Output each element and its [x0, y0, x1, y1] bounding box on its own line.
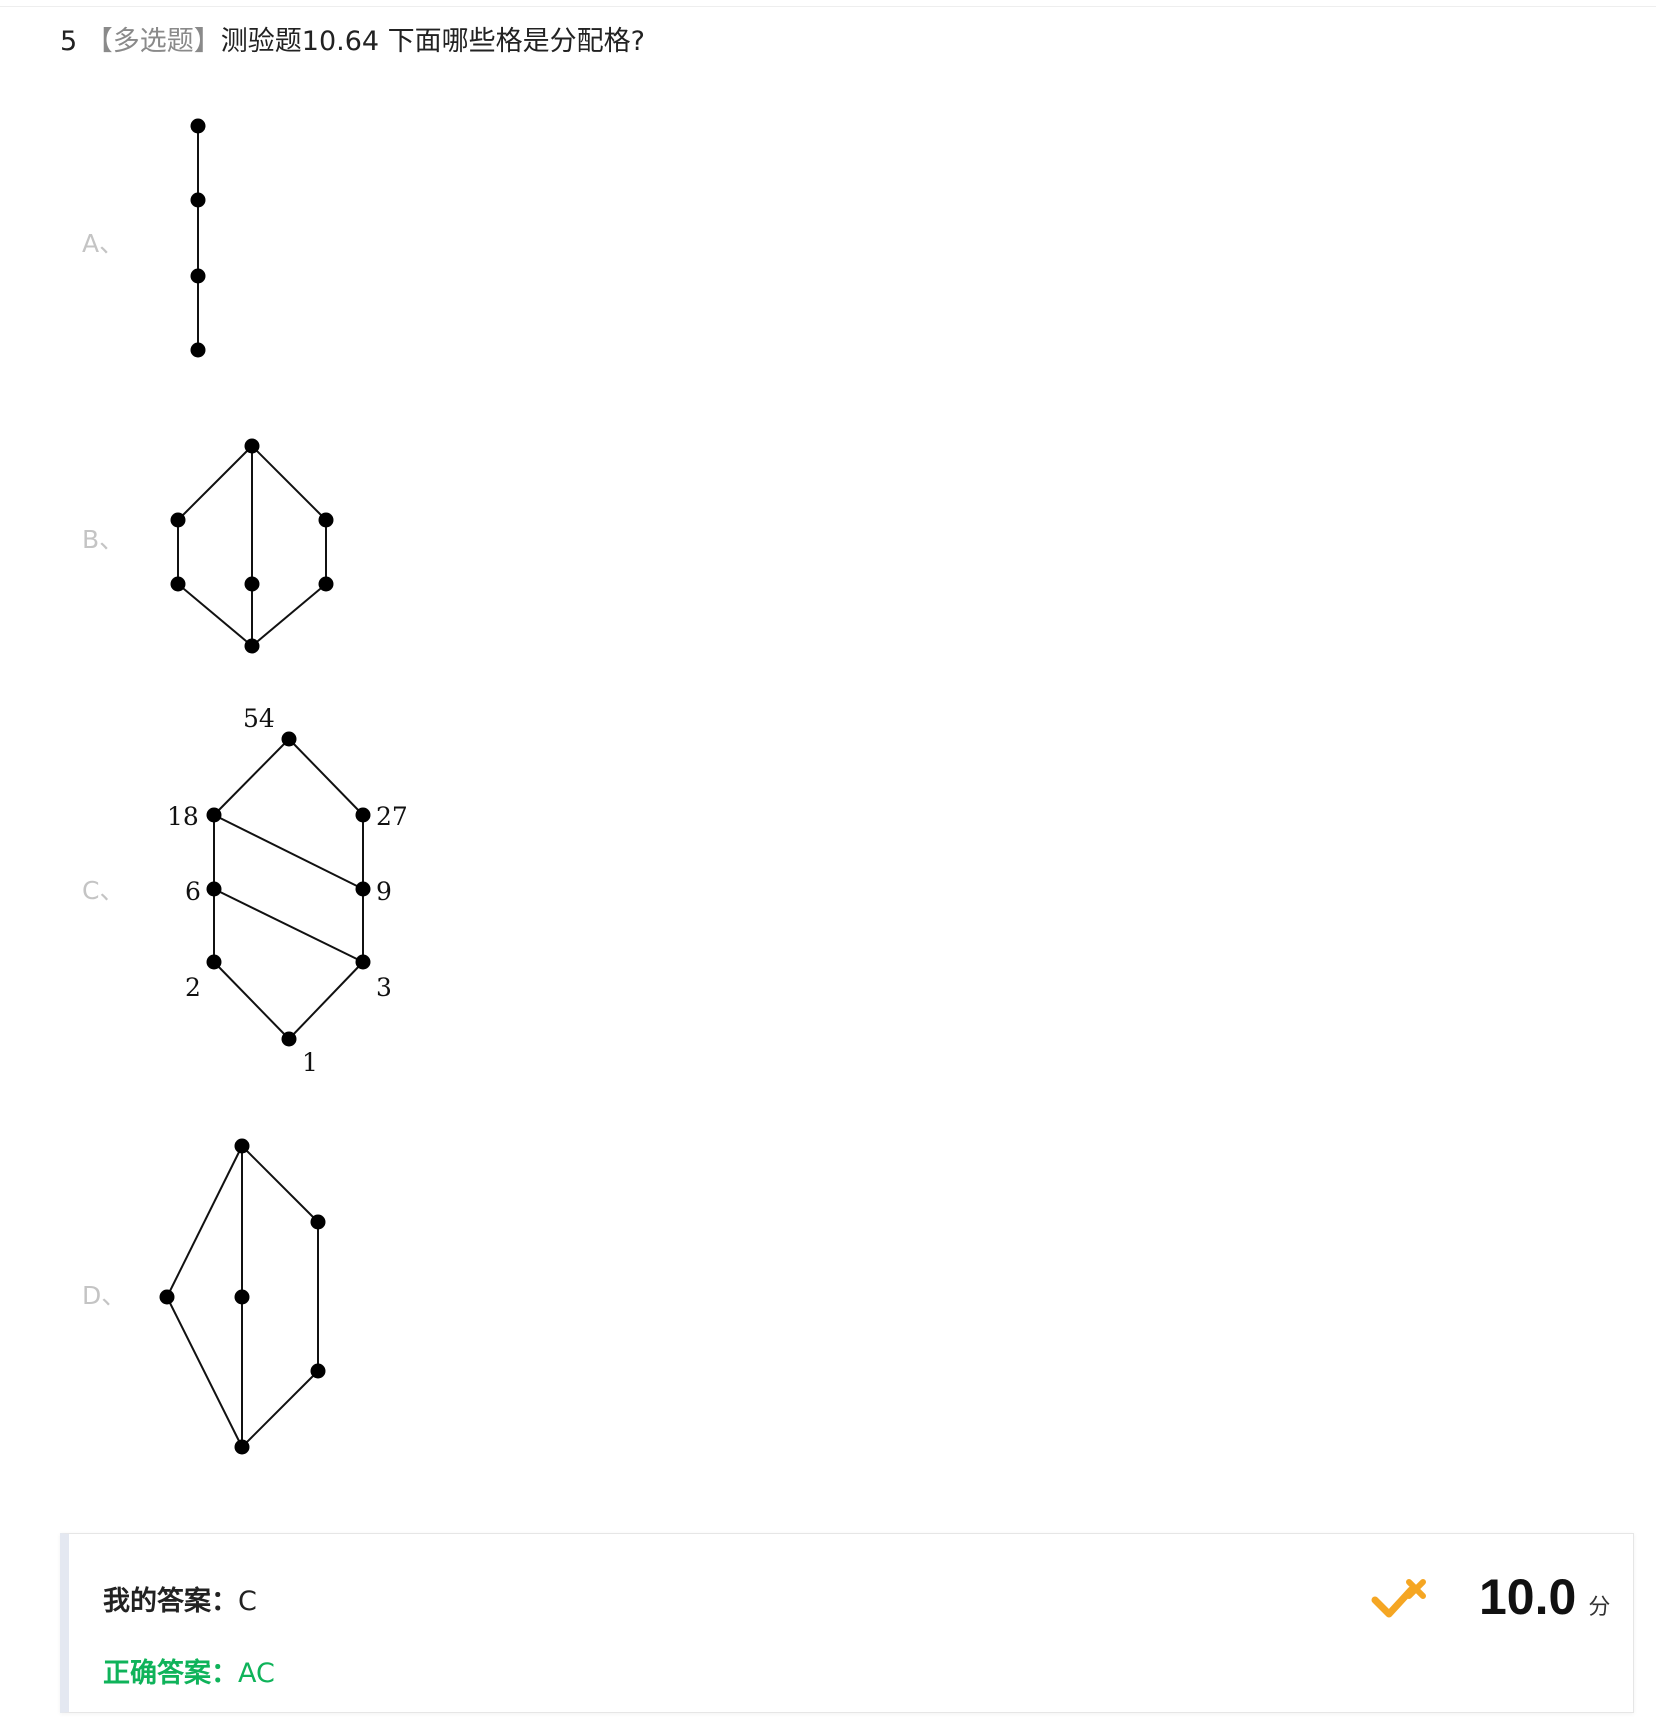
top-divider	[0, 6, 1656, 7]
edge	[177, 445, 253, 521]
question-text: 测验题10.64 下面哪些格是分配格?	[220, 26, 645, 57]
edge	[251, 583, 327, 647]
answer-result-card: 我的答案：C 正确答案：AC 10.0 分	[60, 1533, 1634, 1713]
edge	[166, 1296, 243, 1448]
my-answer-value: C	[238, 1586, 257, 1617]
node	[355, 954, 371, 970]
node	[206, 954, 222, 970]
partial-check-icon	[1371, 1579, 1426, 1618]
node	[244, 438, 260, 454]
node-label-27: 27	[376, 802, 408, 831]
edge	[166, 1145, 243, 1298]
node	[318, 512, 334, 528]
node	[281, 731, 297, 747]
node	[190, 118, 206, 134]
edge	[288, 961, 364, 1040]
node	[244, 576, 260, 592]
question-number: 5	[60, 26, 78, 57]
edge	[241, 1370, 319, 1448]
node	[310, 1363, 326, 1379]
my-answer: 我的答案：C	[103, 1584, 257, 1620]
option-d-label[interactable]: D、	[82, 1281, 127, 1310]
node	[355, 807, 371, 823]
node	[190, 192, 206, 208]
node	[159, 1289, 175, 1305]
score-value: 10.0	[1479, 1569, 1577, 1625]
node-label-1: 1	[302, 1048, 318, 1077]
node-label-2: 2	[185, 973, 201, 1002]
my-answer-label: 我的答案：	[103, 1586, 238, 1617]
question-type: 【多选题】	[85, 26, 221, 57]
option-a-label[interactable]: A、	[82, 229, 125, 258]
edge	[177, 583, 253, 647]
node-label-6: 6	[185, 877, 201, 906]
edge	[251, 445, 327, 521]
score: 10.0 分	[1479, 1568, 1610, 1626]
correct-answer-label: 正确答案：	[103, 1658, 238, 1689]
node	[318, 576, 334, 592]
node	[355, 881, 371, 897]
question-header: 5 【多选题】测验题10.64 下面哪些格是分配格?	[60, 22, 645, 62]
edge	[288, 738, 364, 816]
edge	[213, 738, 290, 816]
node-label-3: 3	[376, 973, 392, 1002]
node-label-9: 9	[376, 877, 392, 906]
node	[190, 268, 206, 284]
node-label-18: 18	[167, 802, 199, 831]
node	[234, 1439, 250, 1455]
node	[206, 807, 222, 823]
correct-answer: 正确答案：AC	[103, 1656, 275, 1692]
score-unit: 分	[1588, 1595, 1611, 1620]
node	[234, 1289, 250, 1305]
node	[244, 638, 260, 654]
option-b-label[interactable]: B、	[82, 525, 125, 554]
node	[206, 881, 222, 897]
node	[190, 342, 206, 358]
correct-answer-value: AC	[238, 1658, 275, 1689]
node-label-54: 54	[243, 704, 275, 733]
edge	[213, 814, 364, 890]
node	[310, 1214, 326, 1230]
node	[281, 1031, 297, 1047]
node	[170, 576, 186, 592]
option-c-label[interactable]: C、	[82, 876, 125, 905]
node	[170, 512, 186, 528]
edge	[213, 961, 290, 1040]
edge	[241, 1145, 319, 1223]
edge	[213, 888, 364, 963]
node	[234, 1138, 250, 1154]
